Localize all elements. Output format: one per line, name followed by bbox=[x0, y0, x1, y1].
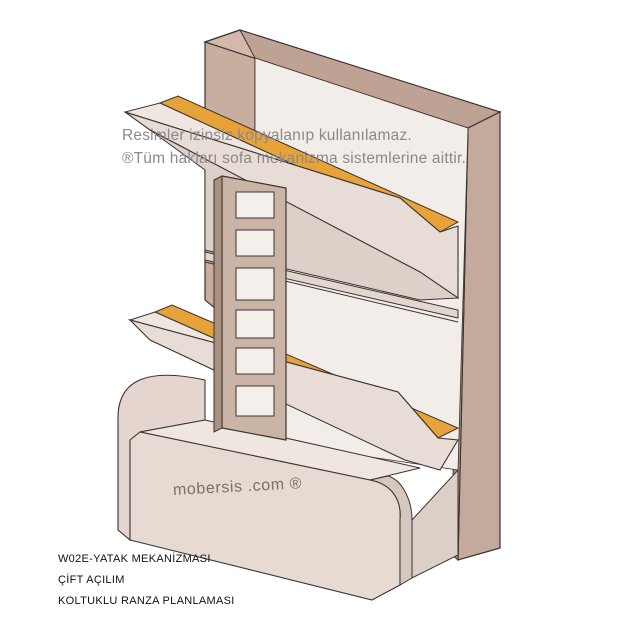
caption-opening: ÇİFT AÇILIM bbox=[58, 574, 125, 586]
sofa-right-side bbox=[411, 468, 459, 579]
watermark-line-2: ®Tüm hakları sofa mekanizma sistemlerine… bbox=[122, 150, 467, 167]
watermark-line-1: Resimler izinsiz kopyalanıp kullanılamaz… bbox=[122, 127, 412, 144]
upper-bed-panel-underside bbox=[149, 129, 460, 301]
lower-bed-panel-front bbox=[128, 318, 459, 471]
ladder bbox=[213, 175, 287, 441]
caption-layout: KOLTUKLU RANZA PLANLAMASI bbox=[58, 595, 235, 607]
caption-model: W02E-YATAK MEKANİZMASI bbox=[58, 553, 211, 565]
